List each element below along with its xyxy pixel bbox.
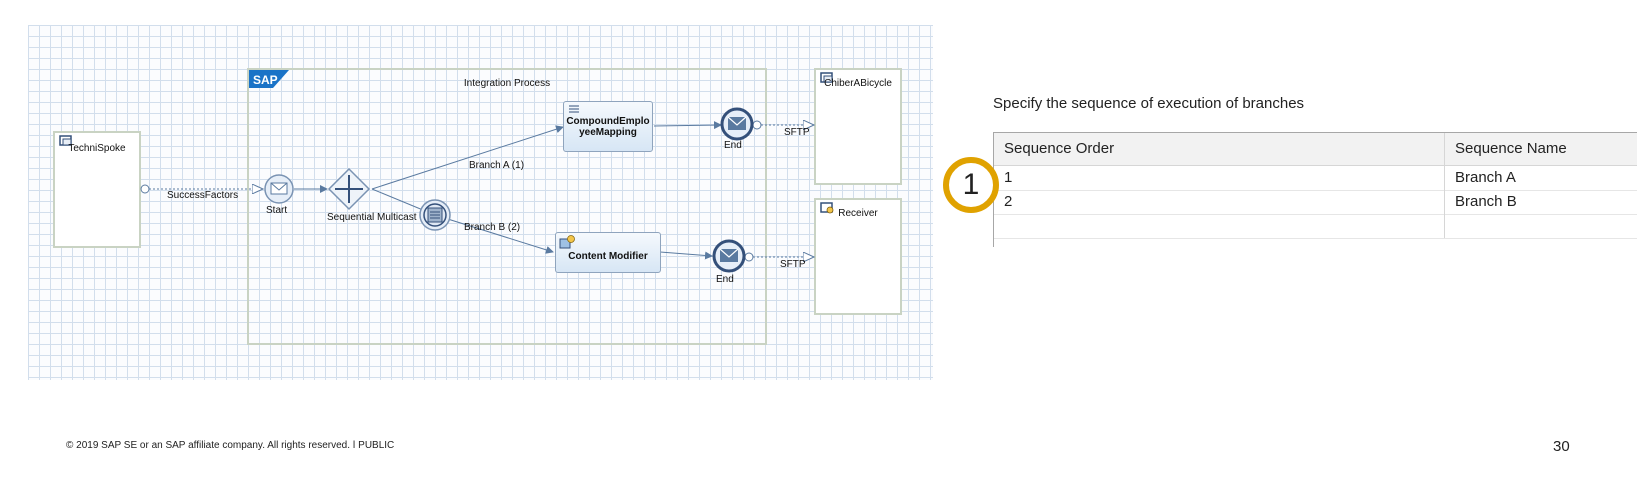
participant-icon: [820, 71, 834, 89]
table-row[interactable]: 2 Branch B: [994, 190, 1637, 215]
end-event-2-label: End: [716, 274, 734, 285]
sender-pool-title: TechniSpoke: [68, 143, 126, 154]
integration-flow-canvas[interactable]: [28, 25, 933, 380]
mapping-task-label-line2: yeeMapping: [579, 127, 637, 138]
table-row-empty[interactable]: [994, 214, 1637, 239]
branch-a-line: [371, 125, 564, 190]
column-header-sequence-order[interactable]: Sequence Order: [994, 133, 1445, 165]
copyright-footer: © 2019 SAP SE or an SAP affiliate compan…: [66, 440, 395, 451]
sender-channel-label: SuccessFactors: [167, 190, 239, 201]
sequence-order-cell[interactable]: 1: [994, 166, 1445, 190]
sender-channel-origin: [140, 184, 150, 194]
receiver-channel-1-label: SFTP: [784, 127, 810, 138]
receiver-channel-1-origin: [752, 120, 762, 130]
receiver-pool-2[interactable]: Receiver: [814, 198, 902, 315]
column-header-sequence-name[interactable]: Sequence Name: [1455, 140, 1567, 157]
end-event-1-icon: [720, 107, 754, 141]
start-event-label: Start: [266, 205, 288, 216]
sap-logo-text: SAP: [253, 73, 278, 87]
sequence-order-cell[interactable]: [994, 214, 1445, 238]
compound-employee-mapping-task[interactable]: CompoundEmplo yeeMapping: [563, 101, 653, 152]
receiver-pool-2-title: Receiver: [838, 208, 878, 219]
callout-badge: 1: [943, 157, 999, 213]
sap-logo-icon: SAP: [249, 70, 289, 90]
receiver-pool-1[interactable]: ChiberABicycle: [814, 68, 902, 185]
sequence-order-cell[interactable]: 2: [994, 190, 1445, 214]
sender-pool[interactable]: TechniSpoke: [53, 131, 141, 248]
sequence-name-cell[interactable]: [1445, 214, 1637, 238]
mapping-to-end1-line: [653, 121, 722, 130]
sequence-panel-caption: Specify the sequence of execution of bra…: [993, 95, 1305, 112]
end-event-1-label: End: [724, 140, 742, 151]
start-event-icon: [264, 174, 294, 204]
receiver-channel-2-origin: [744, 252, 754, 262]
mapping-icon: [568, 104, 580, 117]
content-modifier-task[interactable]: Content Modifier: [555, 232, 661, 273]
branch-b-label: Branch B (2): [464, 222, 521, 233]
end-event-2-icon: [712, 239, 746, 273]
participant-icon: [59, 134, 73, 152]
sequence-table-header: Sequence Order Sequence Name: [994, 133, 1637, 166]
mapping-task-label-line1: CompoundEmplo: [566, 116, 650, 127]
receiver-channel-2-label: SFTP: [780, 259, 806, 270]
modifier-to-end2-line: [659, 251, 713, 260]
branch-a-label: Branch A (1): [469, 160, 525, 171]
table-row[interactable]: 1 Branch A: [994, 166, 1637, 191]
sequential-multicast-gateway-icon: [327, 167, 371, 211]
content-modifier-label: Content Modifier: [568, 251, 648, 262]
integration-process-pool[interactable]: SAP Integration Process: [247, 68, 767, 345]
page-number: 30: [1553, 438, 1570, 455]
branch-b-message-icon: [419, 199, 451, 231]
sequence-name-cell[interactable]: Branch A: [1455, 169, 1516, 186]
content-modifier-icon: [559, 235, 575, 252]
integration-process-title: Integration Process: [463, 78, 551, 89]
sequence-table: Sequence Order Sequence Name 1 Branch A …: [993, 132, 1637, 247]
multicast-label: Sequential Multicast: [327, 212, 417, 223]
receiver-pool-1-title: ChiberABicycle: [824, 78, 892, 89]
sequence-name-cell[interactable]: Branch B: [1455, 193, 1517, 210]
receiver-participant-icon: [820, 201, 834, 219]
